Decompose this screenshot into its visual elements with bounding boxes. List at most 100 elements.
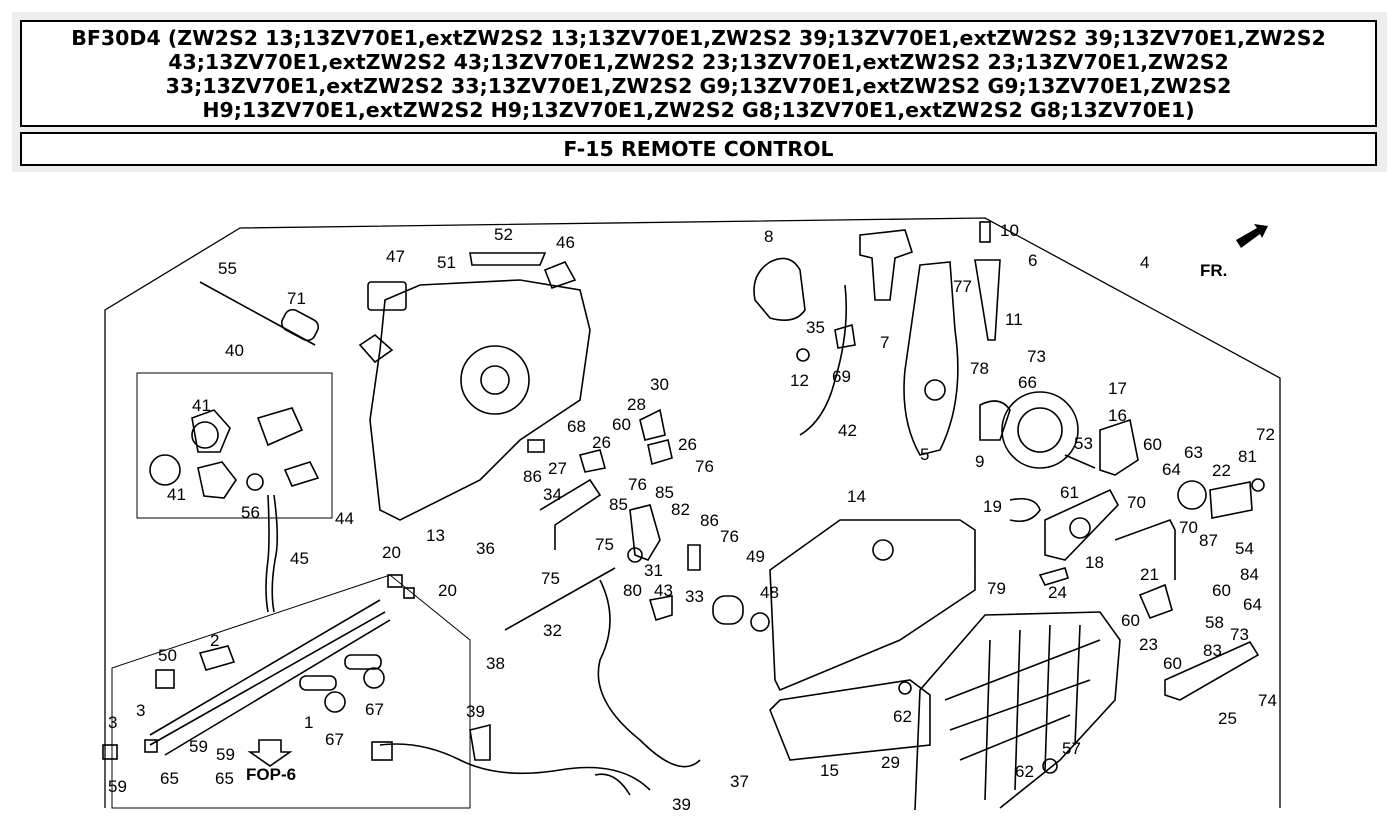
part-labels: 55 71 47 51 52 46 40 41 41 56 44 45 13 3… (108, 221, 1277, 814)
part-label: 24 (1048, 583, 1067, 602)
section-title: F-15 REMOTE CONTROL (563, 137, 834, 161)
part-label: 71 (287, 289, 306, 308)
part-label: 56 (241, 503, 260, 522)
part-label: 62 (1015, 762, 1034, 781)
part-label: 67 (325, 730, 344, 749)
part-label: 35 (806, 318, 825, 337)
part-label: 12 (790, 371, 809, 390)
part-label: 62 (893, 707, 912, 726)
part-label: 39 (466, 702, 485, 721)
part-label: 54 (1235, 539, 1254, 558)
part-label: 86 (523, 467, 542, 486)
part-label: 3 (108, 713, 117, 732)
part-label: 20 (438, 581, 457, 600)
part-label: 51 (437, 253, 456, 272)
part-label: 39 (672, 795, 691, 814)
part-label: 64 (1243, 595, 1262, 614)
part-label: 60 (612, 415, 631, 434)
part-label: 34 (543, 485, 562, 504)
part-label: 60 (1143, 435, 1162, 454)
part-label: 5 (920, 445, 929, 464)
part-label: 75 (595, 535, 614, 554)
part-label: 14 (847, 487, 866, 506)
part-label: 43 (654, 581, 673, 600)
part-label: 78 (970, 359, 989, 378)
part-label: 44 (335, 509, 354, 528)
part-label: 22 (1212, 461, 1231, 480)
part-label: 9 (975, 452, 984, 471)
part-label: 49 (746, 547, 765, 566)
part-label: 27 (548, 459, 567, 478)
part-label: 69 (832, 367, 851, 386)
part-label: 66 (1018, 373, 1037, 392)
part-label: 70 (1127, 493, 1146, 512)
part-label: 73 (1027, 347, 1046, 366)
part-label: 76 (695, 457, 714, 476)
reference-label: FOP-6 (246, 765, 296, 784)
part-label: 65 (160, 769, 179, 788)
part-label: 2 (210, 631, 219, 650)
part-label: 25 (1218, 709, 1237, 728)
part-label: 36 (476, 539, 495, 558)
part-label: 50 (158, 646, 177, 665)
part-label: 60 (1212, 581, 1231, 600)
part-label: 1 (304, 713, 313, 732)
part-label: 55 (218, 259, 237, 278)
part-label: 37 (730, 772, 749, 791)
title-box: BF30D4 (ZW2S2 13;13ZV70E1,extZW2S2 13;13… (20, 20, 1377, 127)
part-label: 86 (700, 511, 719, 530)
part-label: 13 (426, 526, 445, 545)
part-label: 10 (1000, 221, 1019, 240)
part-label: 31 (644, 561, 663, 580)
part-label: 19 (983, 497, 1002, 516)
part-label: 60 (1163, 654, 1182, 673)
part-label: 21 (1140, 565, 1159, 584)
part-label: 79 (987, 579, 1006, 598)
part-label: 45 (290, 549, 309, 568)
part-label: 76 (628, 475, 647, 494)
part-label: 28 (627, 395, 646, 414)
part-label: 29 (881, 753, 900, 772)
part-label: 77 (953, 277, 972, 296)
part-label: 30 (650, 375, 669, 394)
part-label: 73 (1230, 625, 1249, 644)
part-label: 8 (764, 227, 773, 246)
part-label: 59 (108, 777, 127, 796)
kit-box-outline (136, 372, 333, 519)
part-label: 41 (167, 485, 186, 504)
part-label: 83 (1203, 641, 1222, 660)
part-label: 11 (1005, 310, 1023, 329)
section-box: F-15 REMOTE CONTROL (20, 132, 1377, 166)
harness-box-outline (111, 574, 471, 809)
part-label: 64 (1162, 460, 1181, 479)
part-label: 32 (543, 621, 562, 640)
part-label: 42 (838, 421, 857, 440)
part-label: 67 (365, 700, 384, 719)
part-label: 3 (136, 701, 145, 720)
forward-arrow-icon (1236, 224, 1268, 248)
part-label: 6 (1028, 251, 1037, 270)
part-label: 33 (685, 587, 704, 606)
part-label: 58 (1205, 613, 1224, 632)
part-label: 16 (1108, 406, 1127, 425)
part-label: 57 (1062, 739, 1081, 758)
part-label: 80 (623, 581, 642, 600)
part-label: 41 (192, 396, 211, 415)
part-label: 46 (556, 233, 575, 252)
part-label: 40 (225, 341, 244, 360)
part-label: 53 (1074, 434, 1093, 453)
part-label: 38 (486, 654, 505, 673)
part-label: 85 (609, 495, 628, 514)
part-label: 85 (655, 483, 674, 502)
part-shapes (102, 221, 1265, 811)
part-label: 60 (1121, 611, 1140, 630)
part-label: 52 (494, 225, 513, 244)
part-label: 20 (382, 543, 401, 562)
part-label: 84 (1240, 565, 1259, 584)
part-label: 47 (386, 247, 405, 266)
part-label: 59 (189, 737, 208, 756)
part-label: 87 (1199, 531, 1218, 550)
part-label: 76 (720, 527, 739, 546)
assembly-outline (104, 217, 1281, 808)
part-label: 63 (1184, 443, 1203, 462)
